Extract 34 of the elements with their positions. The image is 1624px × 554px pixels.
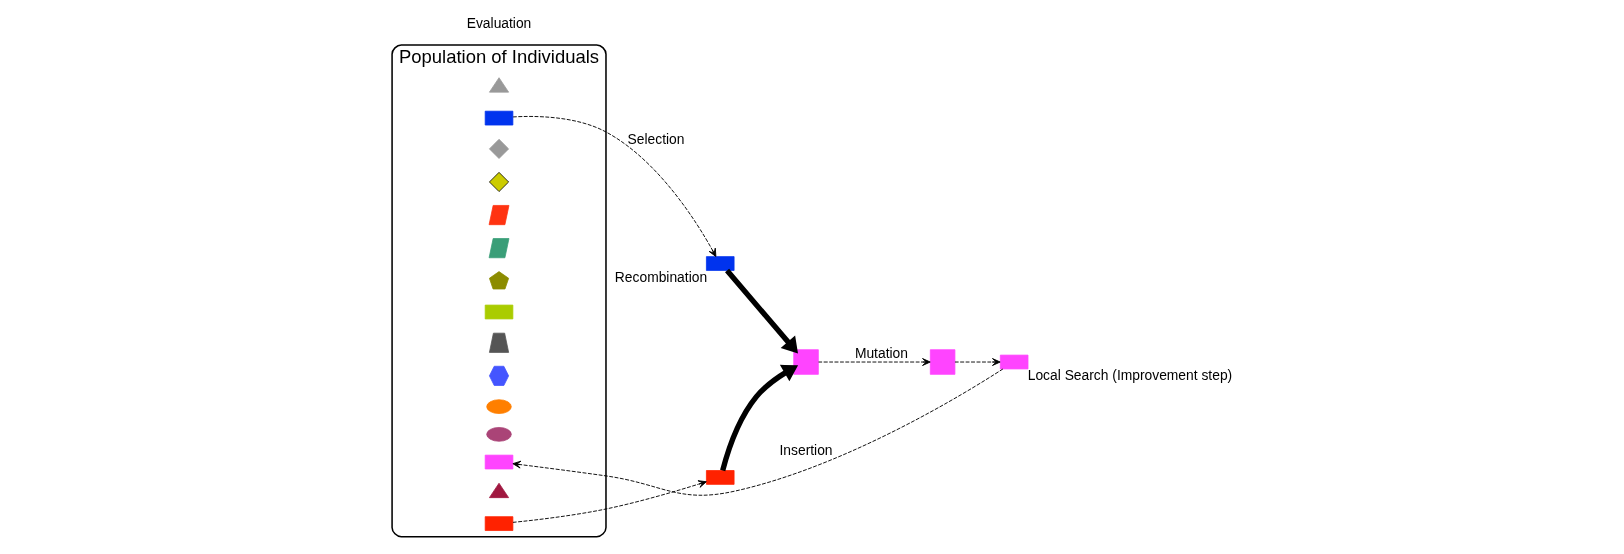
node-box — [484, 304, 514, 320]
node-cross — [929, 349, 956, 375]
edge-label: Mutation — [854, 344, 908, 361]
arrow — [512, 368, 1004, 496]
arrow — [512, 480, 707, 523]
node-pentagon — [489, 271, 510, 290]
arrow — [725, 268, 798, 354]
node-box — [484, 516, 514, 531]
node-box — [999, 354, 1029, 370]
node-box — [484, 454, 514, 470]
node-diamond — [489, 171, 510, 192]
node-trapezoid — [489, 332, 510, 353]
node-parallelogram — [488, 238, 510, 259]
node-ellipse — [486, 399, 512, 414]
arrow — [512, 116, 717, 257]
node-box — [706, 470, 735, 485]
node-triangle — [489, 77, 510, 93]
node-label: Recombination — [614, 268, 708, 285]
label: Evaluation — [466, 15, 532, 32]
arrow — [954, 358, 1001, 366]
cluster: Population of Individuals — [391, 44, 607, 538]
arrow — [720, 364, 799, 472]
node-ellipse — [486, 427, 512, 442]
node-cross — [793, 349, 819, 375]
node-box — [706, 256, 735, 271]
arrow — [818, 358, 931, 366]
node-box — [484, 110, 514, 126]
node-triangle — [489, 482, 510, 499]
node-hexagon — [489, 365, 510, 386]
edge-label: Selection — [627, 130, 685, 147]
node-diamond — [489, 138, 510, 159]
node-parallelogram — [488, 205, 510, 226]
node-label: Local Search (Improvement step) — [1027, 367, 1233, 384]
edge-label: Insertion — [779, 442, 833, 459]
